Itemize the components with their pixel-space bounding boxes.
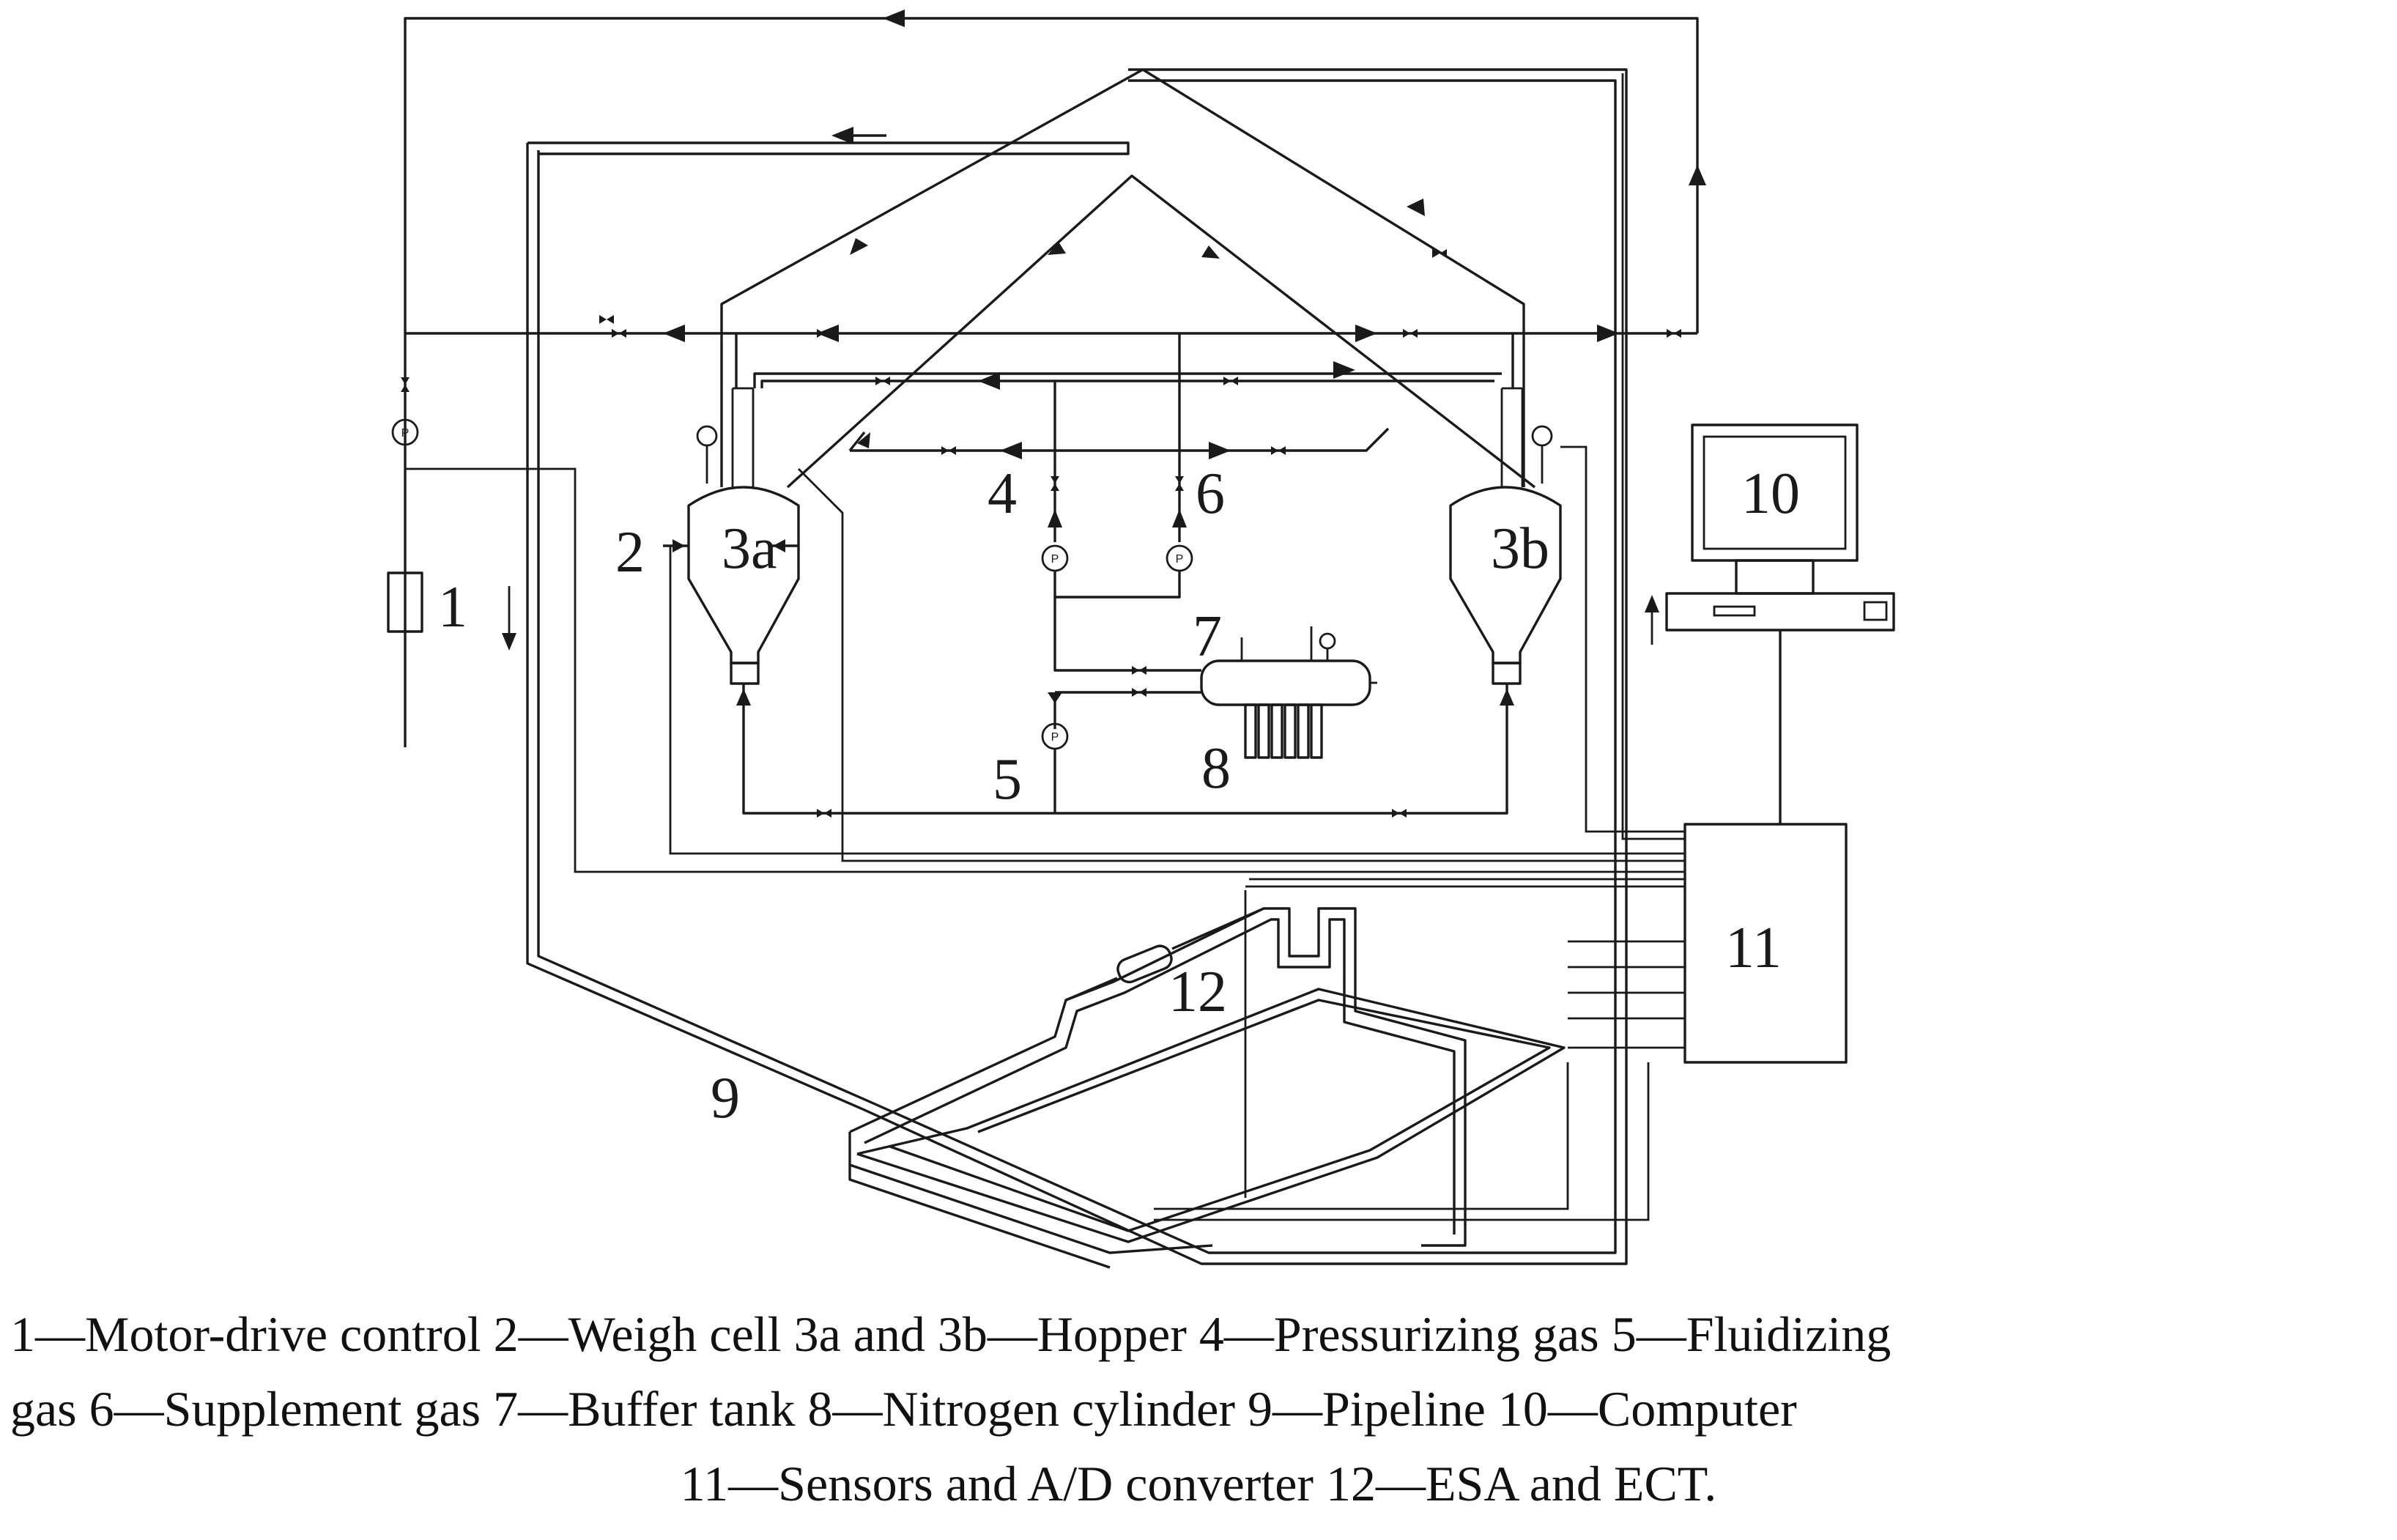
caption-line-1: 1—Motor-drive control 2—Weigh cell 3a an…	[10, 1306, 1892, 1362]
top-return-line	[404, 10, 1706, 333]
experimental-setup-diagram: P 1 3a 2 3b	[387, 10, 1895, 1269]
gas-manifold: P P 4 6	[753, 333, 1502, 599]
caption-line-3: 11—Sensors and A/D converter 12—ESA and …	[680, 1456, 1717, 1511]
buffer-tank-group: 7 8	[1053, 597, 1377, 801]
hopper-3a: 3a 2	[615, 387, 800, 685]
label-buffer-tank: 7	[1193, 604, 1222, 669]
computer: 10	[1665, 423, 1895, 824]
pressure-gauge-icon	[696, 425, 718, 447]
motor-drive-branch: P 1	[387, 333, 1685, 873]
pressure-gauge-icon	[391, 418, 419, 446]
caption-line-2: gas 6—Supplement gas 7—Buffer tank 8—Nit…	[10, 1381, 1797, 1437]
pressure-gauge-icon	[1531, 425, 1553, 447]
svg-text:P: P	[1051, 731, 1059, 744]
label-sensors: 11	[1725, 916, 1782, 980]
hopper-3b: 3b	[1449, 387, 1562, 685]
label-motor-drive: 1	[438, 575, 467, 640]
label-pressurizing-gas: 4	[988, 462, 1017, 526]
motor-drive-control	[387, 571, 423, 633]
computer-case	[1665, 592, 1895, 632]
label-pipeline: 9	[711, 1066, 740, 1130]
label-supplement-gas: 6	[1196, 462, 1225, 526]
svg-text:P: P	[1176, 553, 1184, 566]
esa-ect-sensor: 12	[1065, 907, 1264, 1024]
label-fluidizing-gas: 5	[993, 747, 1022, 812]
fluidizing-gas-line: P 5	[736, 684, 1514, 818]
sensors-ad-converter: 11	[669, 73, 1848, 1064]
pipeline: 9	[526, 68, 1685, 1269]
flow-arrows-left	[502, 586, 1659, 651]
figure-caption: 1—Motor-drive control 2—Weigh cell 3a an…	[0, 1297, 2397, 1521]
label-esa-ect: 12	[1168, 960, 1227, 1024]
sensor-box	[1683, 823, 1848, 1064]
label-hopper-3a: 3a	[722, 517, 777, 581]
svg-text:P: P	[401, 427, 410, 440]
nitrogen-cylinder-bank	[1244, 703, 1323, 759]
gas-header-line	[405, 325, 1697, 342]
buffer-tank	[1200, 659, 1371, 706]
label-hopper-3b: 3b	[1491, 517, 1549, 581]
hopper-vent-lines	[599, 68, 1536, 489]
svg-text:P: P	[1051, 553, 1059, 566]
label-nitrogen-cylinder: 8	[1201, 736, 1231, 801]
label-computer: 10	[1741, 462, 1800, 526]
label-weigh-cell: 2	[615, 520, 645, 585]
